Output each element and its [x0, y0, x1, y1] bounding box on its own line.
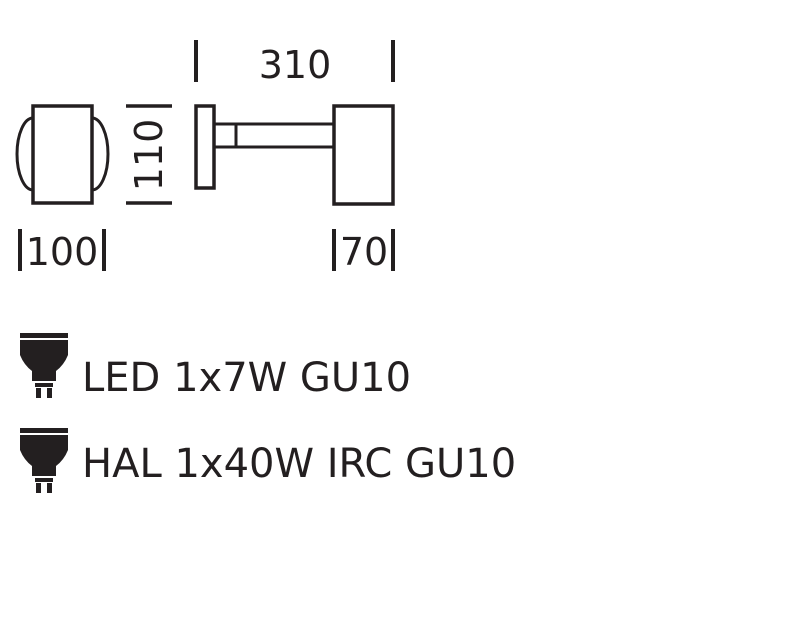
length-dimension-label: 310	[259, 43, 332, 87]
lamp-spec-halogen-text: HAL 1x40W IRC GU10	[82, 441, 516, 487]
height-dimension: 110	[126, 104, 172, 205]
height-dimension-label: 110	[127, 119, 171, 192]
gu10-bulb-icon	[20, 428, 68, 493]
front-view	[15, 104, 110, 205]
head-width-dimension: 70	[332, 229, 395, 274]
front-view-left-arc	[15, 116, 34, 192]
front-width-dimension: 100	[18, 229, 106, 274]
front-width-label: 100	[26, 230, 99, 274]
lamp-spec-halogen: HAL 1x40W IRC GU10	[20, 428, 516, 493]
front-view-right-arc	[91, 116, 110, 192]
head-width-label: 70	[340, 230, 388, 274]
front-view-body	[31, 104, 94, 205]
wall-plate	[194, 104, 216, 190]
lamp-spec-led-text: LED 1x7W GU10	[82, 355, 411, 401]
gu10-bulb-icon	[20, 333, 68, 398]
lamp-spec-led: LED 1x7W GU10	[20, 333, 411, 401]
side-view	[194, 104, 395, 206]
length-dimension: 310	[194, 40, 395, 87]
arm-collar	[212, 122, 238, 149]
lamp-head	[332, 104, 395, 206]
arm	[234, 122, 336, 149]
